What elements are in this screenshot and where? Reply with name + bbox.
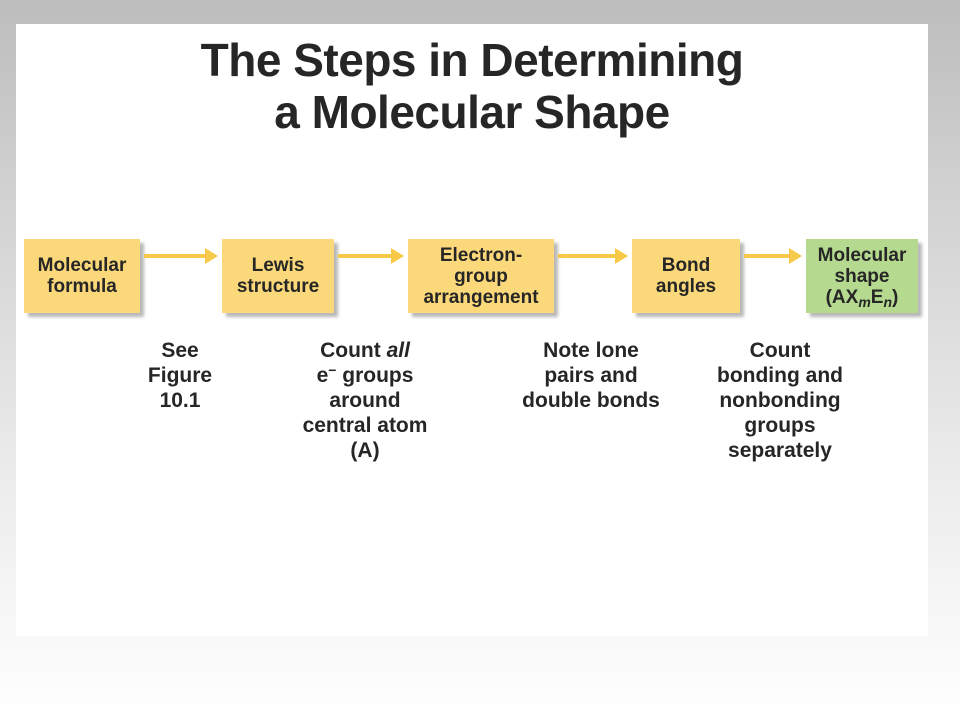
formula-middle: E <box>870 286 884 308</box>
title-line-1: The Steps in Determining <box>200 34 744 86</box>
note-line: Count all <box>280 338 450 363</box>
box-line: Molecular <box>817 244 907 266</box>
formula-suffix: ) <box>892 286 899 308</box>
note-line: Count <box>749 339 811 362</box>
note-line: groups <box>744 414 816 437</box>
note-count-bonding: Count bonding and nonbonding groups sepa… <box>688 338 872 463</box>
box-line: shape <box>834 265 890 287</box>
note-line: bonding and <box>717 364 843 387</box>
arrow-3 <box>558 248 628 264</box>
note-line: See <box>161 339 199 362</box>
note-line-prefix: Count <box>320 339 387 362</box>
formula-sub-m: m <box>858 293 871 310</box>
box-line: Electron- <box>439 244 523 266</box>
note-line: (A) <box>350 439 380 462</box>
note-line: pairs and <box>544 364 638 387</box>
note-count-groups: Count all e− groups around central atom … <box>280 338 450 463</box>
note-line: nonbonding <box>719 389 841 412</box>
note-line: central atom <box>302 414 428 437</box>
slide-title: The Steps in Determining a Molecular Sha… <box>16 34 928 138</box>
box-line: Bond <box>661 255 711 276</box>
note-line: Figure <box>147 364 213 387</box>
box-molecular-shape: Molecular shape (AXmEn) <box>806 239 918 313</box>
electron-symbol: e <box>316 364 329 387</box>
formula-sub-n: n <box>883 293 893 310</box>
slide: The Steps in Determining a Molecular Sha… <box>16 24 928 636</box>
note-see-figure: See Figure 10.1 <box>128 338 232 413</box>
arrow-2 <box>338 248 404 264</box>
note-line: separately <box>728 439 832 462</box>
arrow-1 <box>144 248 218 264</box>
box-molecular-formula: Molecular formula <box>24 239 140 313</box>
title-line-2: a Molecular Shape <box>274 86 670 138</box>
note-line-suffix: groups <box>336 364 414 387</box>
arrow-4 <box>744 248 802 264</box>
box-line: Molecular <box>37 255 127 276</box>
shape-formula: (AXmEn) <box>825 286 899 310</box>
note-line: e− groups <box>280 363 450 388</box>
note-line: double bonds <box>522 389 660 412</box>
note-emphasis: all <box>386 339 410 362</box>
box-electron-group-arrangement: Electron- group arrangement <box>408 239 554 313</box>
box-bond-angles: Bond angles <box>632 239 740 313</box>
note-line: around <box>329 389 401 412</box>
electron-charge: − <box>328 362 337 378</box>
box-line: group <box>454 265 508 287</box>
formula-prefix: (AX <box>825 286 859 308</box>
box-line: angles <box>655 276 717 297</box>
box-line: Lewis <box>251 255 305 276</box>
note-line: Note lone <box>543 339 639 362</box>
note-line: 10.1 <box>159 389 201 412</box>
box-line: formula <box>47 276 117 297</box>
note-lone-pairs: Note lone pairs and double bonds <box>496 338 686 413</box>
box-line: structure <box>236 276 320 297</box>
box-lewis-structure: Lewis structure <box>222 239 334 313</box>
box-line: arrangement <box>423 286 539 308</box>
